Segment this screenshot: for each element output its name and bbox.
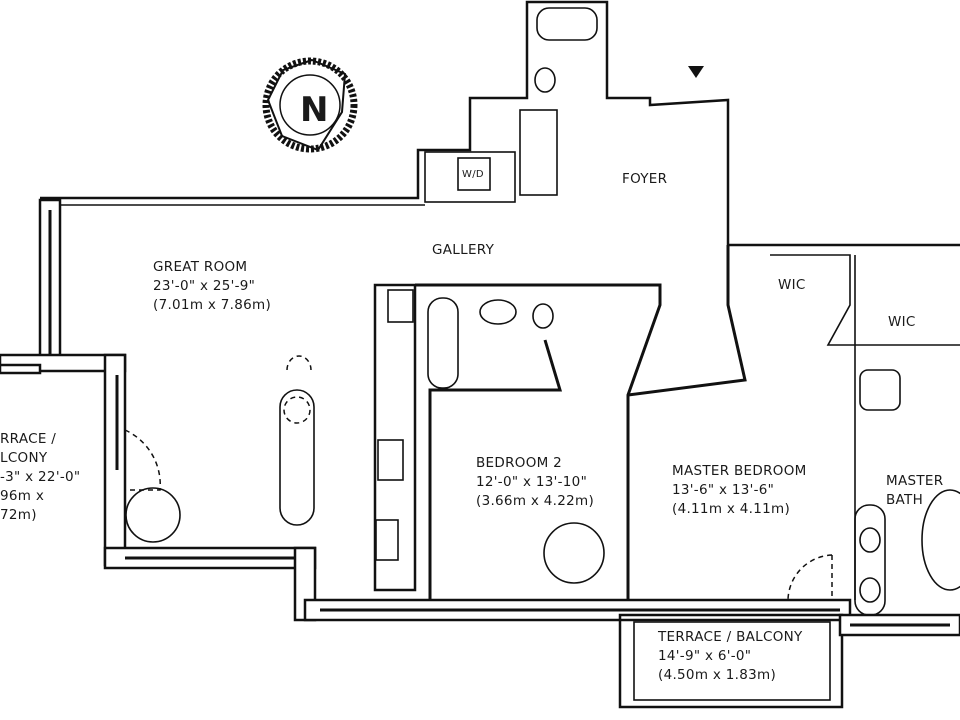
gallery-label: GALLERY — [432, 242, 495, 258]
wic-label-1: WIC — [778, 277, 806, 293]
wd-label: W/D — [462, 169, 484, 180]
terrace-left-imperial: -3" x 22'-0" — [0, 469, 81, 485]
great-room-label: GREAT ROOM 23'-0" x 25'-9" (7.01m x 7.86… — [153, 258, 271, 315]
great-room-imperial: 23'-0" x 25'-9" — [153, 278, 256, 294]
wic-label-2: WIC — [888, 314, 916, 330]
bedroom2-imperial: 12'-0" x 13'-10" — [476, 474, 588, 490]
master-bedroom-name: MASTER BEDROOM — [672, 463, 807, 479]
compass-letter: N — [300, 90, 329, 130]
terrace-left-name: RRACE / — [0, 431, 57, 447]
terrace-left-metric1: 96m x — [0, 488, 45, 504]
terrace-balcony-label: TERRACE / BALCONY 14'-9" x 6'-0" (4.50m … — [658, 628, 803, 685]
terrace-left-metric2: 72m) — [0, 507, 37, 523]
terrace-balcony-imperial: 14'-9" x 6'-0" — [658, 648, 752, 664]
master-bath-name: MASTER — [886, 473, 944, 489]
bedroom2-label: BEDROOM 2 12'-0" x 13'-10" (3.66m x 4.22… — [476, 454, 594, 511]
bedroom2-name: BEDROOM 2 — [476, 455, 563, 471]
master-bath-name2: BATH — [886, 492, 924, 508]
great-room-metric: (7.01m x 7.86m) — [153, 297, 272, 313]
bedroom2-metric: (3.66m x 4.22m) — [476, 493, 595, 509]
great-room-name: GREAT ROOM — [153, 259, 248, 275]
master-bedroom-label: MASTER BEDROOM 13'-6" x 13'-6" (4.11m x … — [672, 462, 807, 519]
master-bath-label: MASTER BATH — [886, 472, 943, 510]
terrace-balcony-name: TERRACE / BALCONY — [658, 629, 803, 645]
master-bedroom-imperial: 13'-6" x 13'-6" — [672, 482, 775, 498]
entry-arrow-icon — [688, 66, 704, 78]
north-compass-icon — [262, 57, 358, 153]
terrace-balcony-metric: (4.50m x 1.83m) — [658, 667, 777, 683]
foyer-label: FOYER — [622, 171, 668, 187]
terrace-left-label: RRACE / LCONY -3" x 22'-0" 96m x 72m) — [0, 430, 80, 525]
master-bedroom-metric: (4.11m x 4.11m) — [672, 501, 791, 517]
terrace-left-name2: LCONY — [0, 450, 48, 466]
